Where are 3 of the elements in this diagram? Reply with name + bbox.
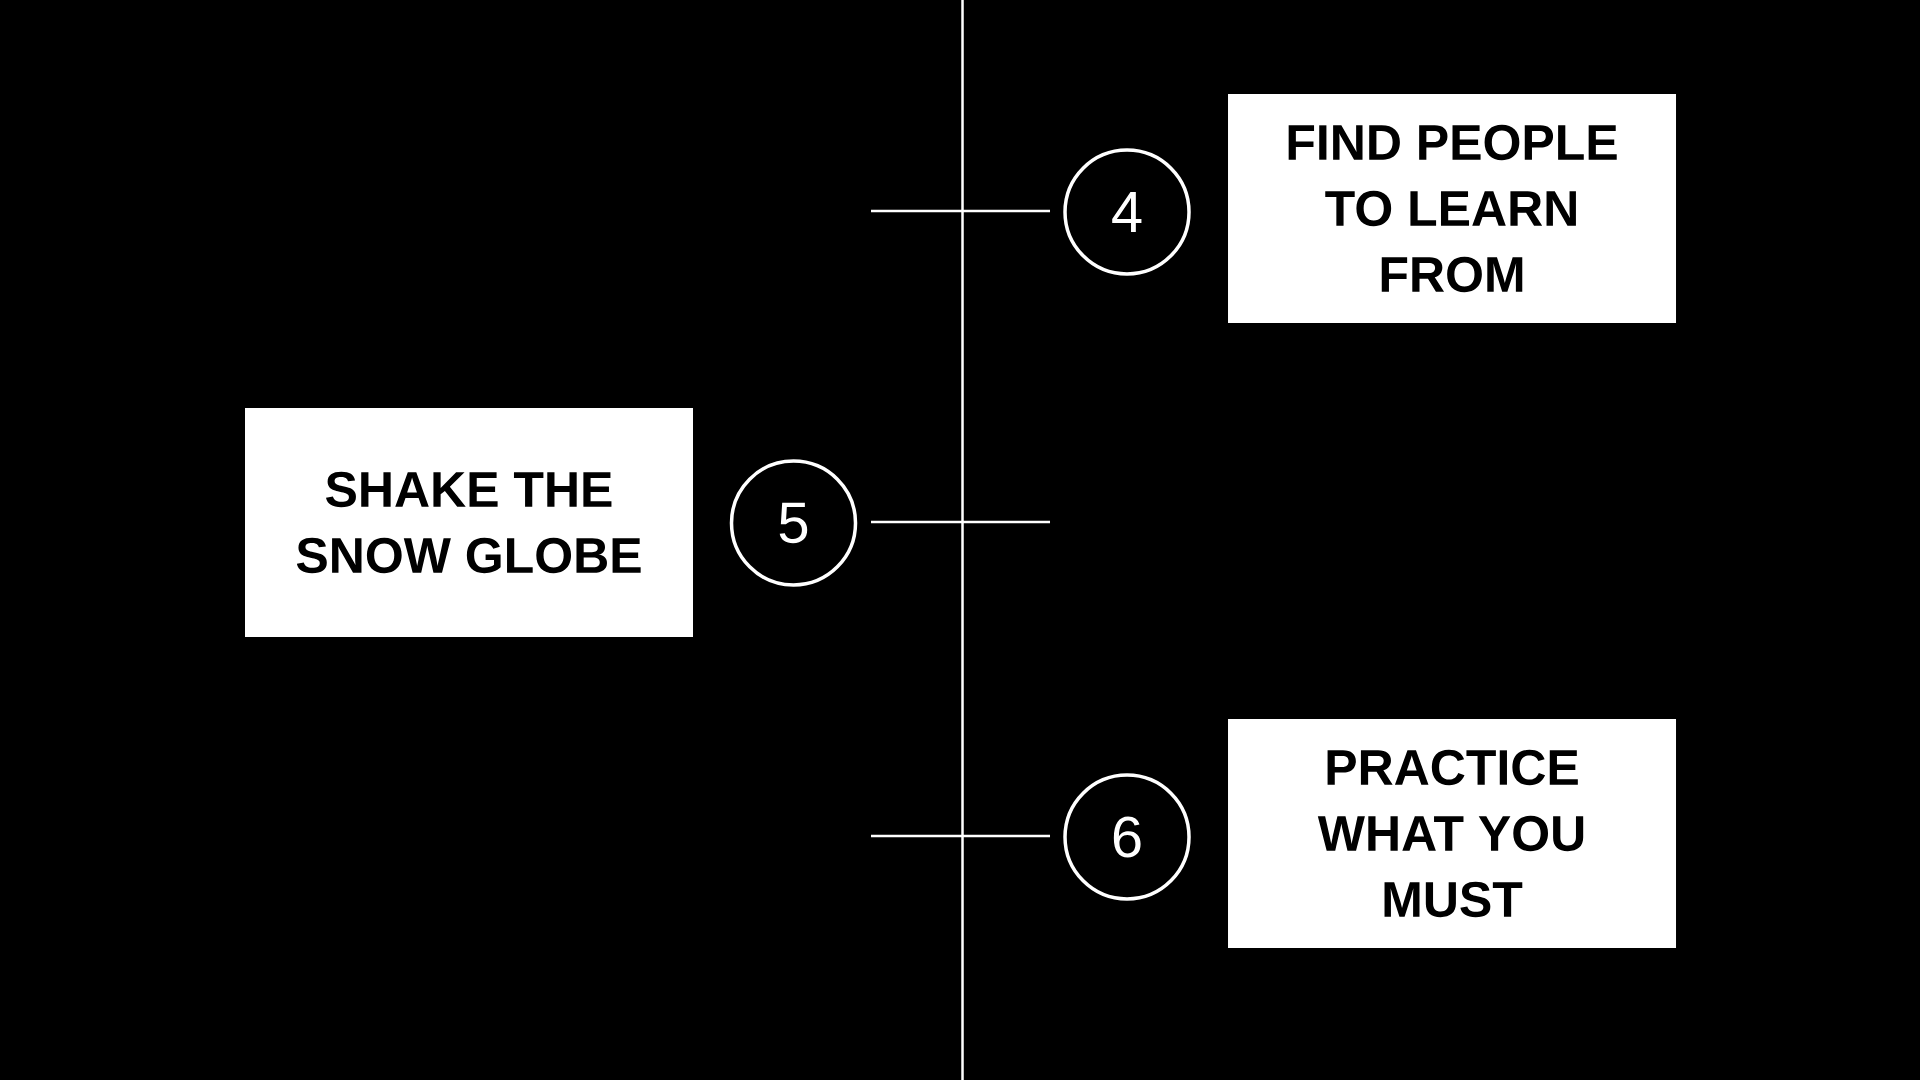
label-box: FIND PEOPLE TO LEARN FROM — [1228, 94, 1676, 323]
label-box: SHAKE THE SNOW GLOBE — [245, 408, 693, 637]
label-box: PRACTICE WHAT YOU MUST — [1228, 719, 1676, 948]
